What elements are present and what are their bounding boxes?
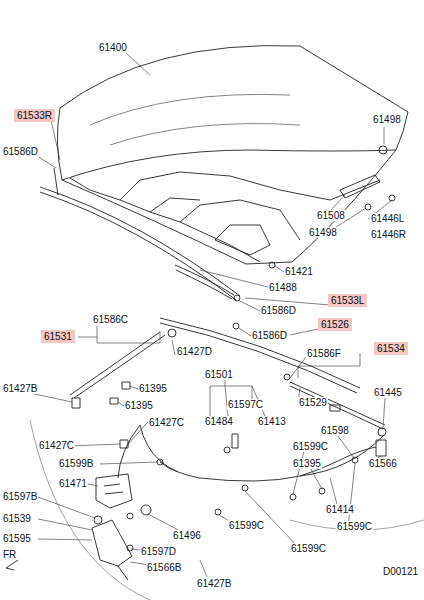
- callout-number: 61586C: [92, 314, 129, 325]
- callout-number: 61586F: [306, 348, 342, 359]
- callout-number: 61599C: [290, 543, 327, 554]
- callout-number: 61539: [2, 513, 32, 524]
- callout-number: 61599C: [292, 441, 329, 452]
- callout-number: 61471: [58, 478, 88, 489]
- callout-number: 61533R: [17, 110, 52, 121]
- callout-number: 61484: [204, 416, 234, 427]
- highlighted-callout: 61533L: [328, 294, 367, 307]
- callout-number: 61488: [268, 282, 298, 293]
- callout-number: 61586D: [2, 146, 39, 157]
- callout-number: 61586D: [260, 305, 297, 316]
- callout-number: 61566B: [146, 562, 182, 573]
- highlighted-callout: 61531: [41, 330, 75, 343]
- callout-number: D00121: [382, 566, 419, 577]
- callout-number: 61529: [298, 397, 328, 408]
- callout-number: 61598: [320, 425, 350, 436]
- callout-number: 61400: [98, 42, 128, 53]
- callout-number: 61597B: [2, 491, 38, 502]
- callout-number: 61446L: [370, 213, 405, 224]
- callout-number: 61498: [372, 114, 402, 125]
- callout-number: 61531: [44, 331, 72, 342]
- callout-number: 61496: [172, 530, 202, 541]
- highlighted-callout: 61533R: [14, 109, 55, 122]
- callout-number: 61413: [257, 416, 287, 427]
- highlighted-callout: 61534: [374, 342, 408, 355]
- callout-number: 61566: [368, 458, 398, 469]
- callout-number: 61445: [373, 387, 403, 398]
- callout-number: 61427C: [38, 440, 75, 451]
- callout-number: 61395: [292, 458, 322, 469]
- callout-number: 61427D: [176, 346, 213, 357]
- callout-number: 61533L: [331, 295, 364, 306]
- callout-number: FR: [2, 549, 17, 560]
- highlighted-callout: 61526: [318, 318, 352, 331]
- callout-number: 61595: [2, 533, 32, 544]
- callout-number: 61414: [325, 504, 355, 515]
- callout-number: 61508: [316, 210, 346, 221]
- callout-number: 61586D: [251, 330, 288, 341]
- callout-number: 61427B: [2, 383, 38, 394]
- callout-number: 61597D: [140, 546, 177, 557]
- callout-number: 61446R: [370, 229, 407, 240]
- callout-number: 61526: [321, 319, 349, 330]
- callout-number: 61498: [308, 227, 338, 238]
- callout-number: 61427B: [196, 578, 232, 589]
- callout-number: 61421: [284, 266, 314, 277]
- callout-number: 61599C: [228, 520, 265, 531]
- callout-number: 61597C: [227, 399, 264, 410]
- callout-number: 61599B: [58, 458, 94, 469]
- callout-number: 61395: [138, 383, 168, 394]
- callout-number: 61534: [377, 343, 405, 354]
- callout-number: 61395: [124, 400, 154, 411]
- callout-number: 61501: [204, 369, 234, 380]
- callout-number: 61599C: [336, 521, 373, 532]
- callout-number: 61427C: [148, 417, 185, 428]
